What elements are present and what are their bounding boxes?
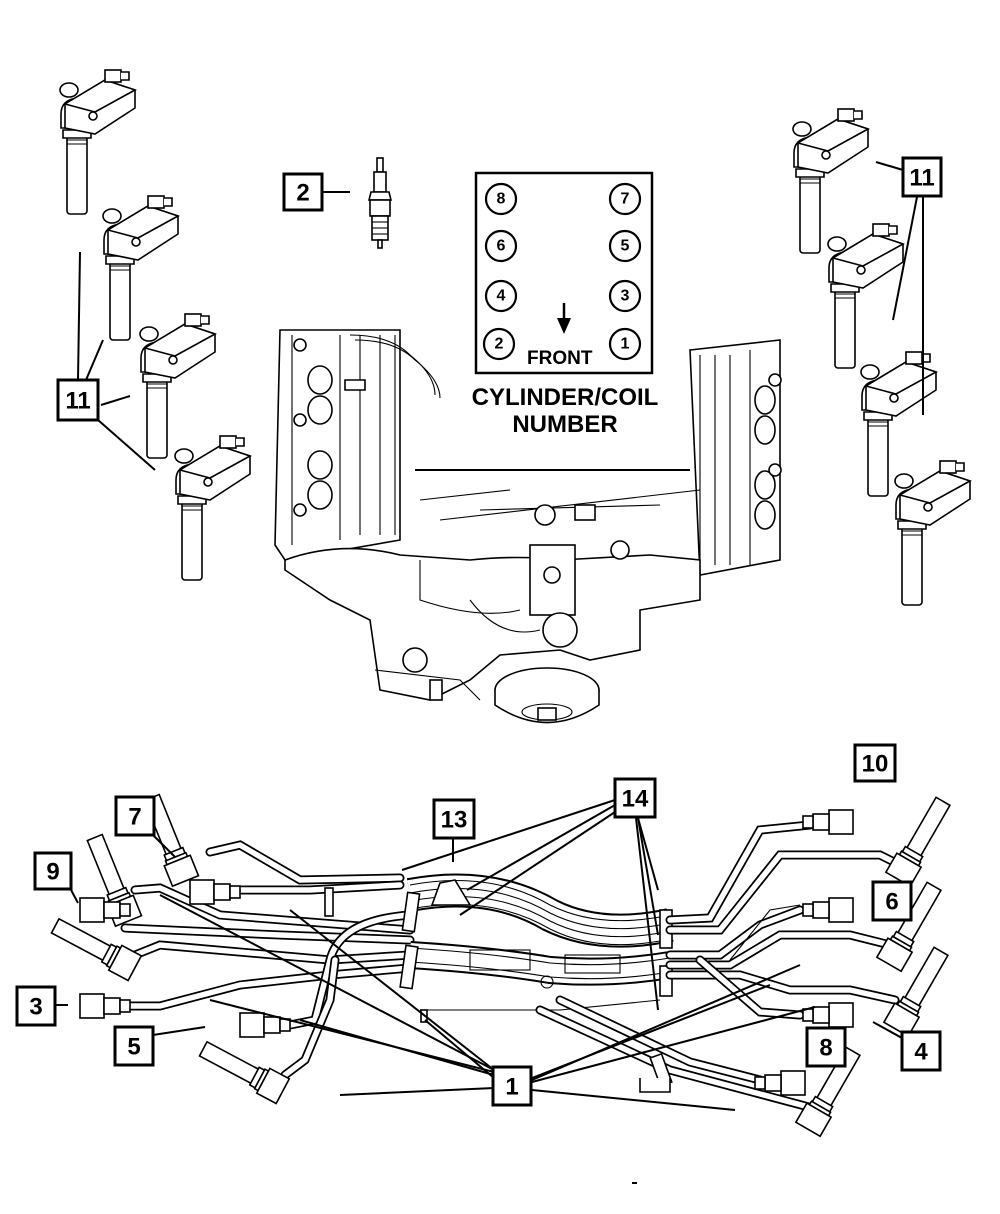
cylinder-3-marker	[608, 279, 642, 313]
cylinder-coil-heading-line2: NUMBER	[512, 411, 617, 438]
engine-illustration	[274, 329, 782, 724]
cylinder-7-marker	[608, 182, 642, 216]
cylinder-4-label: 4	[497, 288, 506, 305]
callout-1-box	[491, 1065, 533, 1107]
ignition-coil-right-3	[860, 351, 937, 497]
callout-13-bracket: 13	[441, 807, 468, 834]
callout-4-box	[900, 1030, 942, 1072]
cylinder-4-marker	[484, 279, 518, 313]
callout-11-coil-right: 11	[909, 165, 934, 192]
callout-6-box	[871, 880, 913, 922]
cylinder-8-marker	[484, 182, 518, 216]
cylinder-coil-number-chart: 8 6 4 2 7 5 3 1 FRONT CYLINDER/COIL NUMB…	[472, 171, 659, 438]
callout-8-box	[805, 1026, 847, 1068]
callout-5-box	[113, 1025, 155, 1067]
callout-1-cable: 1	[505, 1074, 518, 1101]
cylinder-2-label: 2	[495, 336, 504, 353]
cylinder-coil-heading-line1: CYLINDER/COIL	[472, 384, 659, 411]
callout-2-box	[282, 172, 324, 212]
ignition-coil-left-4	[174, 435, 251, 581]
cylinder-2-marker	[482, 327, 516, 361]
callout-11-left-box	[56, 378, 100, 422]
cylinder-5-marker	[608, 229, 642, 263]
callout-3-box	[15, 985, 57, 1027]
ignition-coil-right-2	[827, 223, 904, 369]
callout-7-box	[114, 795, 156, 837]
ignition-coil-right-1	[792, 108, 869, 254]
ignition-coil-right-4	[894, 460, 971, 606]
front-arrow-icon	[557, 303, 571, 334]
callout-3-cable: 3	[29, 994, 42, 1021]
cylinder-3-label: 3	[621, 288, 630, 305]
callout-10-box	[853, 743, 897, 783]
callout-2-spark-plug: 2	[296, 180, 309, 207]
callout-6-cable: 6	[885, 889, 898, 916]
cylinder-1-label: 1	[621, 336, 630, 353]
callout-5-cable: 5	[127, 1034, 140, 1061]
callout-7-cable: 7	[128, 804, 141, 831]
spark-plug-cable-harness	[47, 791, 956, 1138]
cylinder-6-marker	[484, 229, 518, 263]
cylinder-5-label: 5	[621, 238, 630, 255]
spark-plug-illustration	[367, 157, 393, 249]
cylinder-7-label: 7	[621, 191, 630, 208]
harness-leaders	[55, 799, 903, 1111]
callout-14-retainer: 14	[622, 786, 649, 813]
cylinder-6-label: 6	[497, 238, 506, 255]
callout-9-cable: 9	[46, 859, 59, 886]
coil-left-leaders	[77, 251, 156, 471]
callout-10-harness: 10	[862, 751, 889, 778]
callout-13-box	[432, 798, 476, 840]
cylinder-1-marker	[608, 327, 642, 361]
ignition-coil-left-2	[102, 195, 179, 341]
callout-11-right-box	[901, 156, 943, 198]
ignition-coil-left-3	[139, 313, 216, 459]
callout-9-box	[33, 851, 73, 891]
coil-right-leaders	[875, 161, 924, 415]
front-label: FRONT	[527, 348, 593, 369]
ignition-coil-left-1	[59, 69, 136, 215]
cylinder-8-label: 8	[497, 191, 506, 208]
callout-14-box	[613, 777, 657, 819]
callout-8-cable: 8	[819, 1035, 832, 1062]
callout-11-coil-left: 11	[65, 388, 90, 415]
stray-mark	[632, 1182, 637, 1184]
callout-4-cable: 4	[914, 1039, 928, 1066]
